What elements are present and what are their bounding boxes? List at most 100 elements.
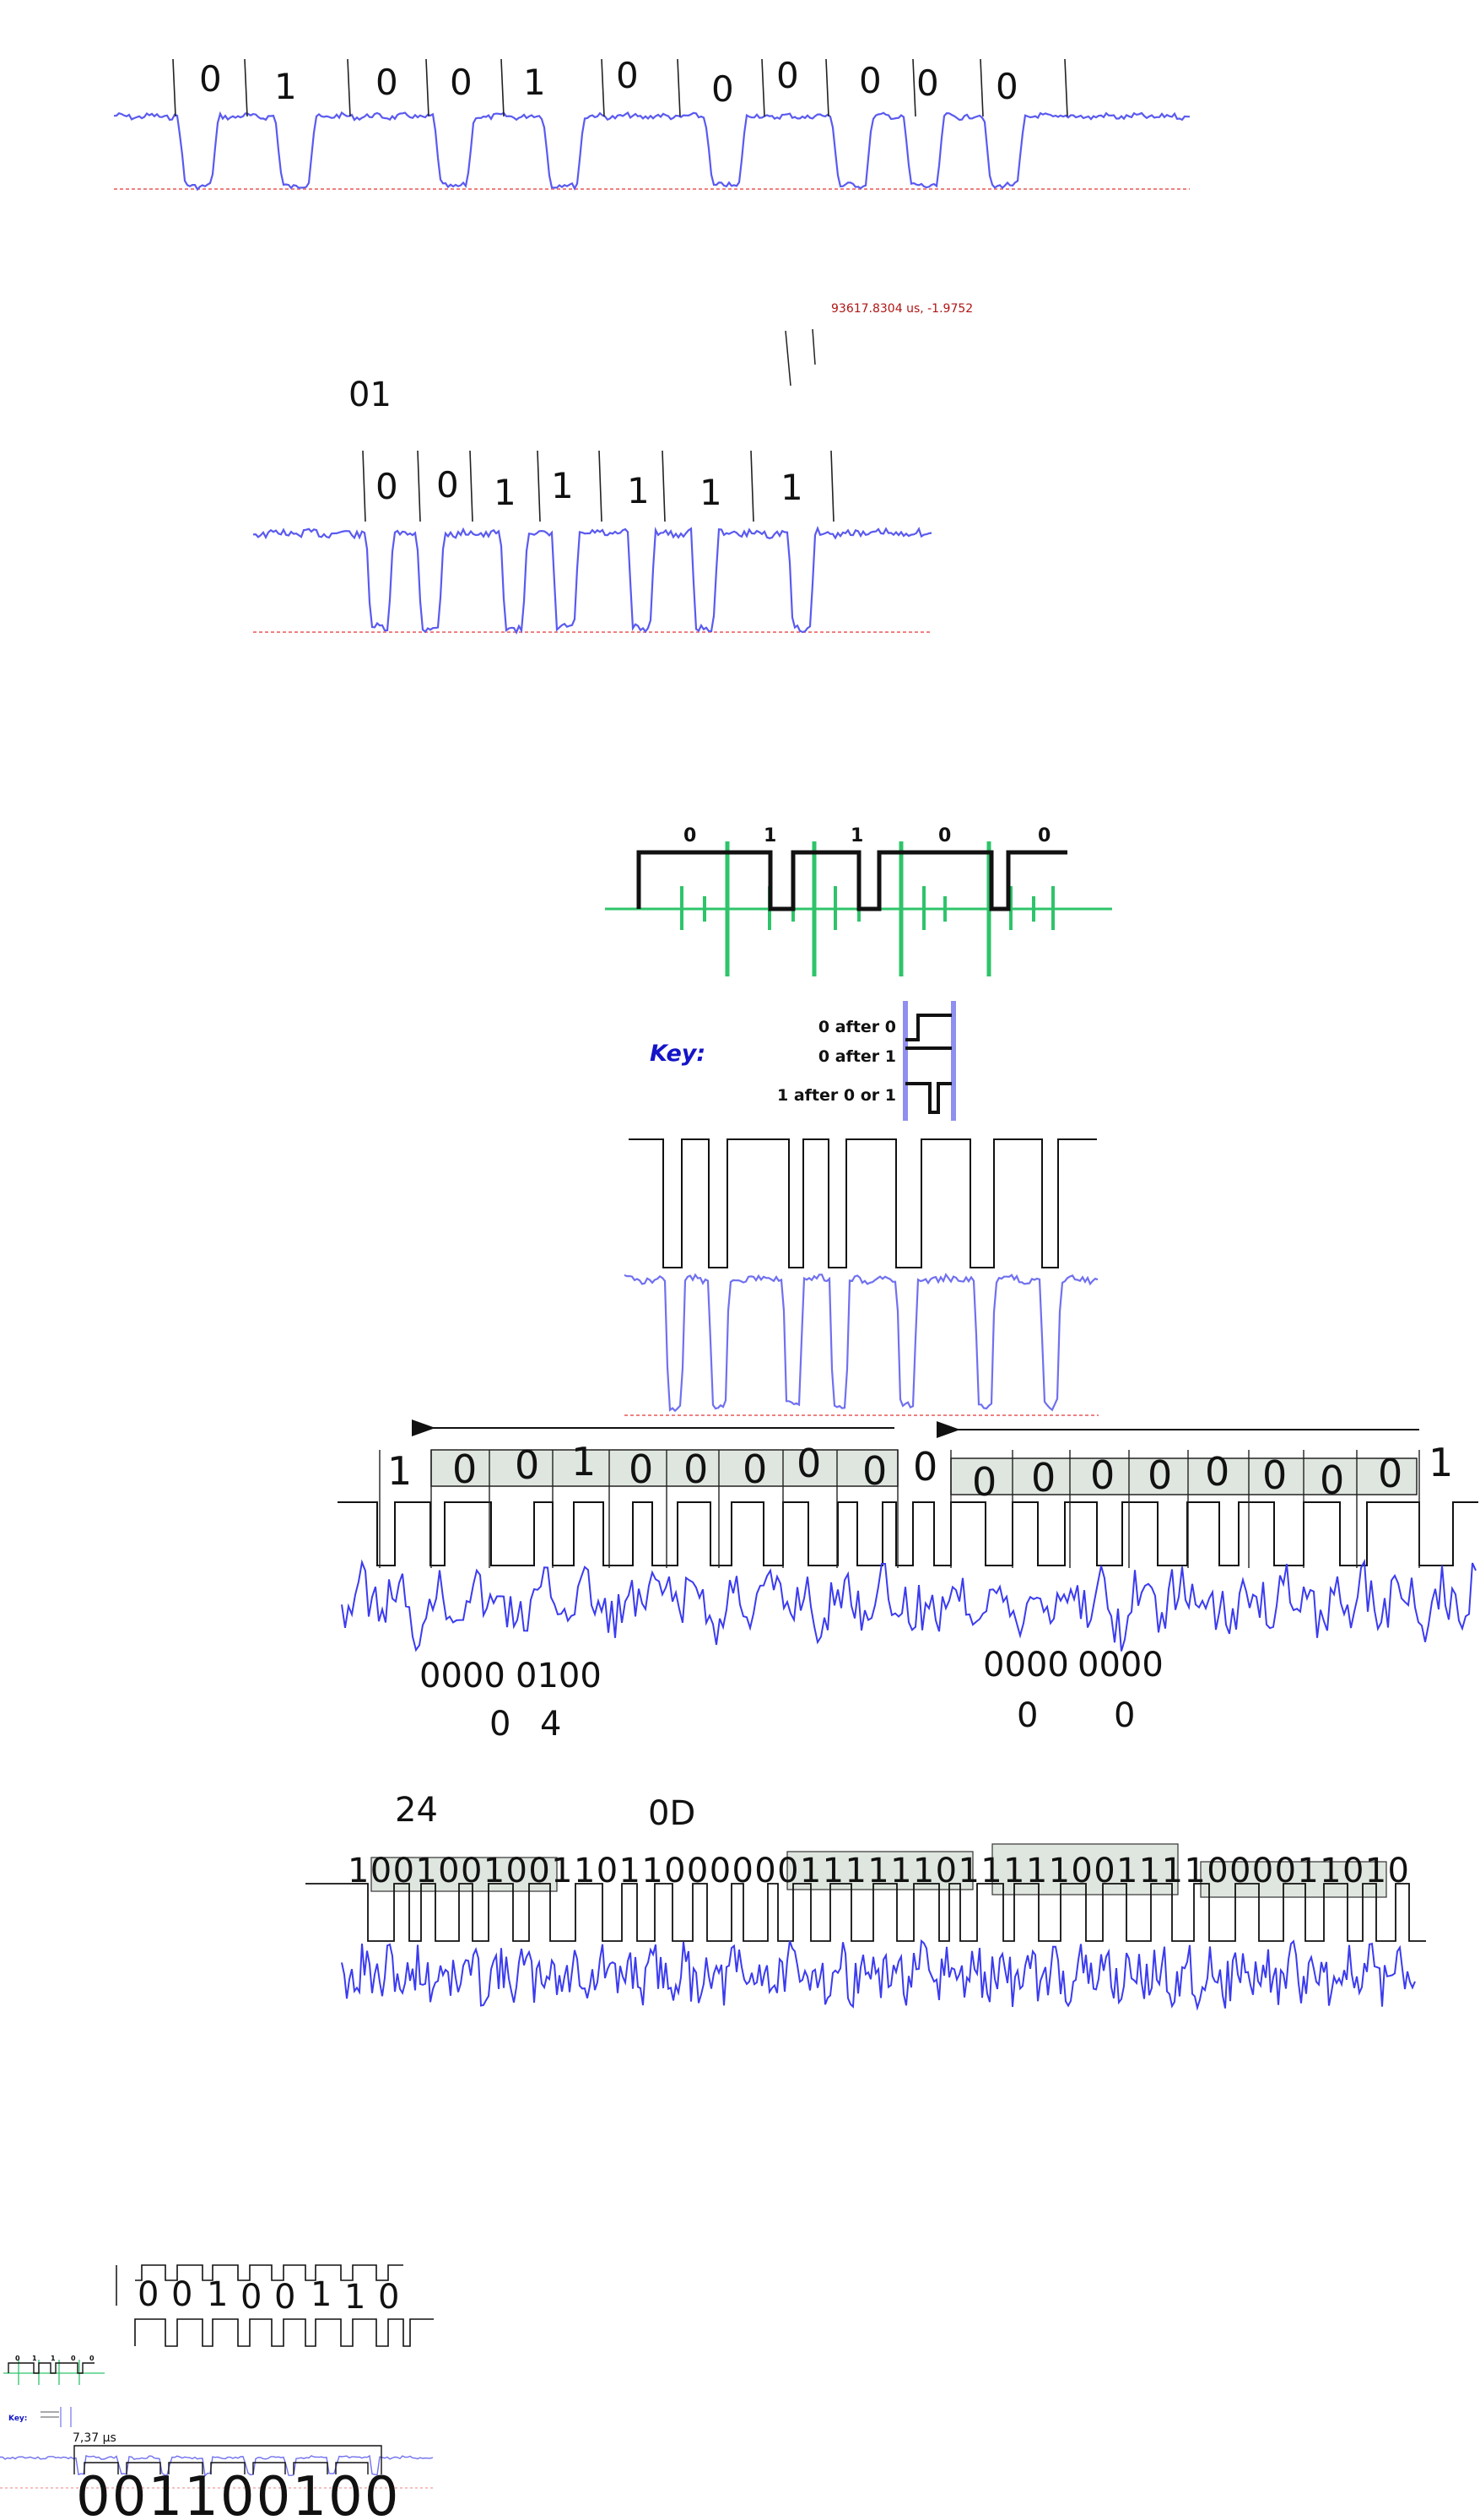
- nibble-bits: 0100: [516, 1657, 602, 1695]
- reconstructed-waveform: [629, 1138, 1097, 1268]
- bit-label: 0: [776, 55, 799, 96]
- big-bitstream: 001100100: [76, 2466, 400, 2520]
- nibble-bits: 0000: [983, 1646, 1069, 1685]
- bit-label: 1: [311, 2275, 332, 2314]
- cursor-readout: 93617.8304 us, -1.9752: [831, 302, 973, 316]
- header-bit: 0: [1038, 825, 1051, 846]
- bit-label: 0: [1262, 1452, 1287, 1498]
- key-item-0-after-1: 0 after 1: [818, 1047, 896, 1066]
- bit-label: 0: [862, 1448, 887, 1494]
- bit-dividers: [172, 58, 1068, 117]
- thumb-waveform: [135, 2264, 403, 2281]
- header-bit: 1: [851, 825, 863, 846]
- bit-label: 0: [515, 1442, 539, 1488]
- nibble-hex: 4: [540, 1705, 561, 1744]
- header-bits: 0 1 1 0 0: [683, 825, 1051, 846]
- bit-label: 0: [138, 2275, 159, 2314]
- hex-label: 0D: [648, 1794, 695, 1833]
- bit-divider: [980, 58, 984, 117]
- time-label: 7,37 µs: [73, 2431, 116, 2445]
- bit-label: 0: [972, 1459, 997, 1505]
- bit-label: 0: [1031, 1455, 1056, 1501]
- bit-label: 1: [551, 465, 574, 506]
- bit-label: 0: [996, 66, 1018, 107]
- bit-label: 0: [274, 2278, 295, 2317]
- bit-label: 0: [797, 1441, 821, 1486]
- bit-divider: [362, 450, 366, 522]
- mini-header-bit: 1: [51, 2355, 56, 2362]
- bit-label: 0: [859, 60, 882, 101]
- signal-trace: [252, 526, 932, 635]
- key-title: Key:: [650, 1041, 705, 1067]
- bit-divider: [500, 58, 505, 117]
- bit-label: 1: [207, 2275, 228, 2314]
- signal-trace: [624, 1273, 1099, 1413]
- nibble-bits: 0000: [419, 1657, 505, 1695]
- signal-trace: [113, 111, 1190, 192]
- mini-key-title: Key:: [8, 2415, 27, 2423]
- bit-label: 1: [627, 470, 650, 511]
- nibble-hex: 0: [489, 1705, 510, 1744]
- header-bit: 0: [683, 825, 696, 846]
- bit-label: 1: [523, 62, 546, 103]
- bit-divider: [662, 450, 666, 522]
- header-bit: 0: [938, 825, 951, 846]
- key-item-0-after-0: 0 after 0: [818, 1018, 896, 1036]
- data-waveform: [636, 850, 1067, 911]
- panel-4: 24 0D 1001001001101100000011111101111100…: [305, 1791, 1426, 2011]
- bit-divider: [601, 58, 605, 117]
- bit-label: 1: [699, 472, 722, 513]
- bit-label: 0: [629, 1447, 653, 1492]
- byte-highlight: [1200, 1861, 1387, 1898]
- hex-label: 24: [395, 1791, 438, 1830]
- thumb-waveform: [73, 2445, 382, 2474]
- nibble-bits: 0000: [1078, 1646, 1164, 1685]
- byte-highlight: [370, 1857, 558, 1892]
- bit-dividers: [362, 450, 835, 522]
- reconstructed-waveform: [338, 1501, 1478, 1566]
- bit-divider: [347, 58, 351, 117]
- mini-header-bit: 1: [32, 2355, 37, 2362]
- byte-highlight: [991, 1843, 1179, 1895]
- bit-label: 1: [274, 66, 297, 107]
- group-label: 01: [348, 376, 392, 414]
- bit-divider: [537, 450, 541, 522]
- bit-divider: [830, 450, 835, 522]
- bit-divider: [244, 58, 248, 117]
- bit-label: 0: [1090, 1452, 1115, 1498]
- bit-label: 0: [683, 1447, 708, 1492]
- bit-label: 0: [375, 466, 398, 507]
- header-bit: 1: [764, 825, 776, 846]
- byte-highlight: [430, 1449, 899, 1487]
- bit-label: 0: [1148, 1452, 1172, 1498]
- bit-label: 0: [450, 62, 473, 103]
- bit-label: 0: [452, 1447, 477, 1492]
- bit-divider: [825, 58, 829, 117]
- bit-label: 0: [711, 68, 734, 110]
- bitstream: 1001001001101100000011111101111100111100…: [348, 1852, 1409, 1890]
- bit-label: 1: [571, 1439, 596, 1484]
- bit-label: 0: [743, 1447, 767, 1492]
- bit-divider: [172, 58, 176, 117]
- bit-divider: [1064, 58, 1068, 117]
- cursor-marker: [785, 330, 791, 387]
- edge-bit: 1: [387, 1448, 412, 1494]
- mini-header-bit: 0: [15, 2355, 20, 2362]
- cursor-marker: [812, 328, 816, 365]
- bit-label: 1: [781, 467, 803, 508]
- bit-label: 0: [1378, 1451, 1402, 1496]
- bit-divider: [469, 450, 473, 522]
- bit-divider: [761, 58, 765, 117]
- nibble-hex: 0: [1017, 1696, 1038, 1735]
- bit-divider: [598, 450, 602, 522]
